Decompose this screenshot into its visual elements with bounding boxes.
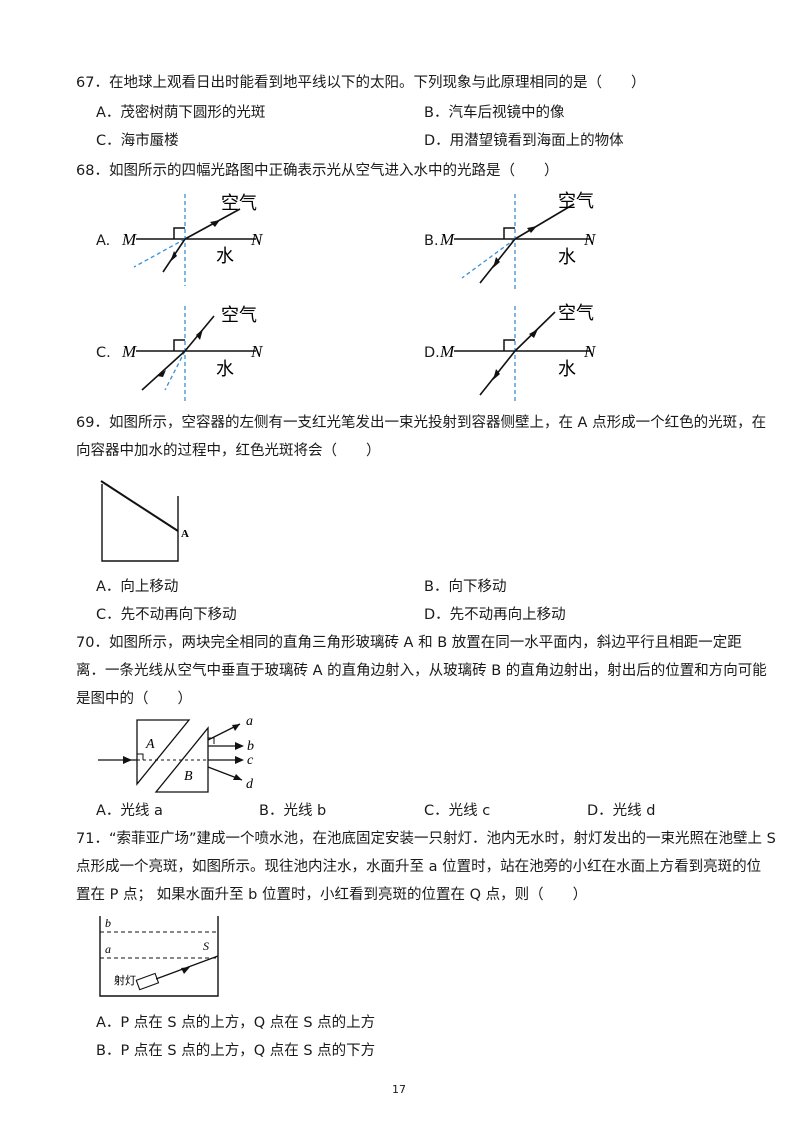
- q68d-water: 水: [558, 359, 576, 379]
- q70-ray-b: b: [247, 739, 254, 754]
- q67-option-c: C．海市蜃楼: [96, 133, 179, 149]
- q68-diagram-c: M N 空气 水: [121, 305, 264, 403]
- q68c-air: 空气: [221, 305, 257, 325]
- q69-stem-line1: 69．如图所示，空容器的左侧有一支红光笔发出一束光投射到容器侧壁上，在 A 点形…: [76, 415, 767, 431]
- q68b-water: 水: [558, 247, 576, 267]
- q71-option-b: B．P 点在 S 点的上方，Q 点在 S 点的下方: [96, 1043, 376, 1059]
- q70-ray-d: d: [246, 777, 254, 792]
- q69-container-diagram: A: [100, 480, 189, 562]
- q68-label-a: A.: [96, 233, 111, 249]
- q68a-n: N: [250, 230, 264, 249]
- q70-option-b: B．光线 b: [259, 803, 327, 819]
- q69-stem-line2: 向容器中加水的过程中，红色光斑将会（ ）: [76, 443, 381, 459]
- q68b-n: N: [583, 230, 597, 249]
- q68c-water: 水: [216, 359, 234, 379]
- page-number: 17: [392, 1083, 406, 1096]
- q68d-n: N: [583, 342, 597, 361]
- q71-point-s: S: [203, 939, 209, 953]
- q69-option-b: B．向下移动: [424, 579, 507, 595]
- q68d-m: M: [439, 342, 455, 361]
- q70-block-b-label: B: [184, 769, 193, 784]
- q68-diagram-d: M N 空气 水: [439, 303, 597, 403]
- q71-pool-diagram: b a S 射灯: [99, 916, 219, 997]
- q71-lamp: [135, 972, 160, 991]
- q70-block-a-label: A: [145, 737, 155, 752]
- q68a-m: M: [121, 230, 137, 249]
- q70-ray-a: a: [246, 714, 253, 729]
- q70-option-c: C．光线 c: [424, 803, 491, 819]
- q69-option-a: A．向上移动: [96, 579, 179, 595]
- q71-level-b: b: [105, 916, 111, 930]
- q69-option-c: C．先不动再向下移动: [96, 607, 237, 623]
- q71-stem-line2: 点形成一个亮斑，如图所示。现往池内注水，水面升至 a 位置时，站在池旁的小红在水…: [76, 859, 762, 875]
- q71-level-a: a: [105, 942, 111, 956]
- q68-label-d: D.: [424, 345, 440, 361]
- q70-option-d: D．光线 d: [587, 803, 656, 819]
- q70-glass-blocks-diagram: A B a b c d: [98, 714, 254, 793]
- q68c-n: N: [250, 342, 264, 361]
- q67-option-a: A．茂密树荫下圆形的光斑: [96, 105, 266, 121]
- q70-stem-line3: 是图中的（ ）: [76, 691, 192, 707]
- q68-diagram-b: M N 空气 水: [439, 191, 597, 291]
- q69-point-a: A: [181, 528, 189, 540]
- q68c-m: M: [121, 342, 137, 361]
- q68-label-b: B.: [424, 233, 439, 249]
- q68-label-c: C.: [96, 345, 111, 361]
- q68-diagram-a: M N 空气 水: [121, 193, 264, 286]
- q71-stem-line1: 71．“索菲亚广场”建成一个喷水池，在池底固定安装一只射灯．池内无水时，射灯发出…: [76, 831, 776, 847]
- q67-stem: 67．在地球上观看日出时能看到地平线以下的太阳。下列现象与此原理相同的是（ ）: [76, 75, 646, 91]
- q68a-air: 空气: [221, 193, 257, 213]
- q68b-air: 空气: [558, 191, 594, 211]
- q68d-air: 空气: [558, 303, 594, 323]
- q67-option-d: D．用潜望镜看到海面上的物体: [424, 133, 624, 149]
- q68b-m: M: [439, 230, 455, 249]
- q67-option-b: B．汽车后视镜中的像: [424, 105, 565, 121]
- q68a-water: 水: [216, 246, 234, 266]
- q71-stem-line3: 置在 P 点； 如果水面升至 b 位置时，小红看到亮斑的位置在 Q 点，则（ ）: [76, 887, 588, 903]
- q69-option-d: D．先不动再向上移动: [424, 607, 566, 623]
- q70-stem-line2: 离．一条光线从空气中垂直于玻璃砖 A 的直角边射入，从玻璃砖 B 的直角边射出，…: [76, 663, 767, 679]
- q68-stem: 68．如图所示的四幅光路图中正确表示光从空气进入水中的光路是（ ）: [76, 163, 559, 179]
- q71-option-a: A．P 点在 S 点的上方，Q 点在 S 点的上方: [96, 1015, 376, 1031]
- q71-lamp-label: 射灯: [114, 973, 136, 987]
- q70-option-a: A．光线 a: [96, 803, 163, 819]
- q70-stem-line1: 70．如图所示，两块完全相同的直角三角形玻璃砖 A 和 B 放置在同一水平面内，…: [76, 635, 742, 651]
- q70-ray-c: c: [247, 753, 254, 768]
